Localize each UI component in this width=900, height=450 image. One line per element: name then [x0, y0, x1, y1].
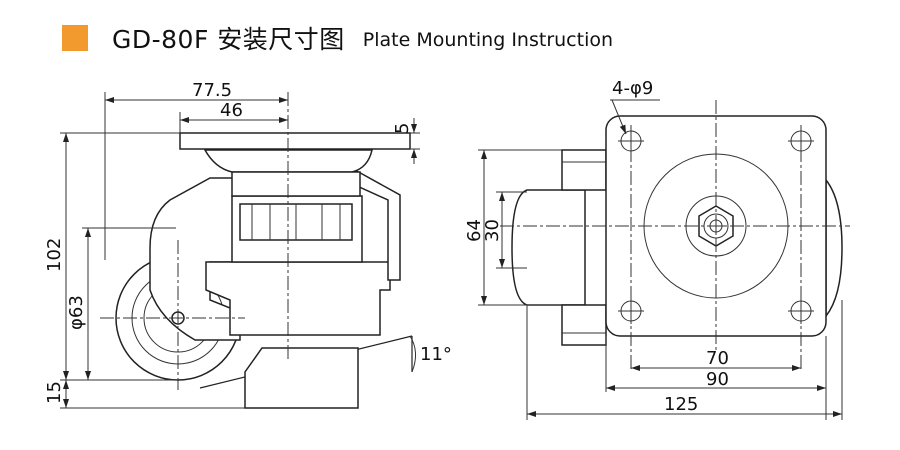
dim-64: 64 — [464, 219, 485, 242]
page-title: GD-80F 安装尺寸图 — [112, 25, 345, 54]
dim-overall-width: 77.5 — [192, 80, 232, 101]
dim-holes: 4-φ9 — [612, 78, 653, 99]
side-view: 77.5 46 5 102 φ63 15 11° — [44, 80, 452, 409]
top-view: 4-φ9 64 30 70 90 125 — [464, 78, 850, 420]
dim-tilt-angle: 11° — [420, 344, 452, 365]
dim-30: 30 — [482, 219, 503, 242]
dim-wheel-diameter: φ63 — [66, 295, 87, 330]
dim-plate-thickness: 5 — [392, 123, 413, 134]
dim-hole-spacing: 70 — [706, 348, 729, 369]
mounting-plate — [179, 132, 411, 150]
dim-total-height: 102 — [44, 238, 65, 272]
dim-foot-height: 15 — [44, 381, 65, 404]
dim-overall-length: 125 — [664, 394, 698, 415]
header: GD-80F 安装尺寸图 Plate Mounting Instruction — [62, 18, 613, 58]
dim-plate-size: 90 — [706, 369, 729, 390]
page-subtitle: Plate Mounting Instruction — [362, 29, 614, 51]
dim-plate-width: 46 — [220, 100, 243, 121]
orange-square-icon — [62, 25, 88, 51]
